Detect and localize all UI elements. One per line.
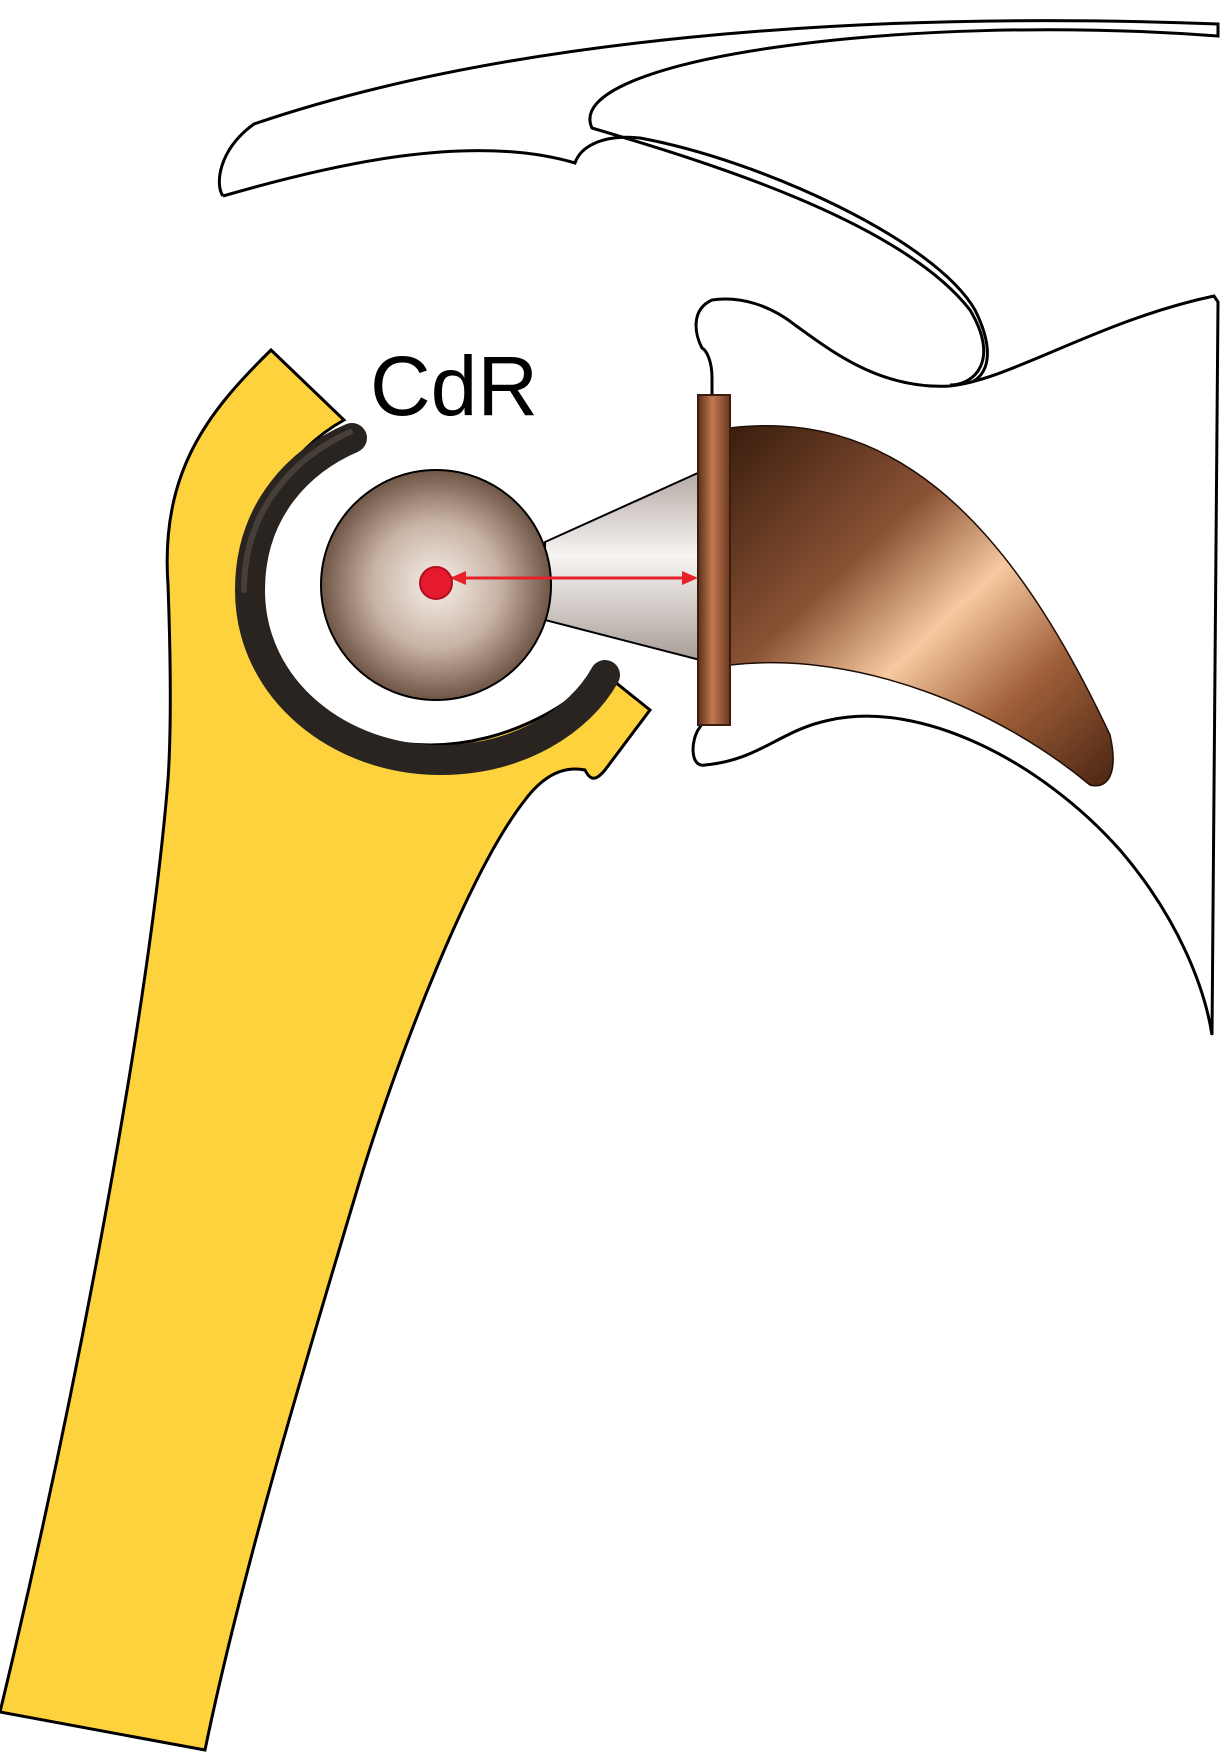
center-of-rotation-label: CdR [370, 339, 538, 433]
acromion-body-outline [222, 135, 989, 388]
glenoid-component [729, 425, 1114, 787]
glenosphere-neck [544, 470, 701, 662]
baseplate [697, 394, 731, 726]
acromion-outline [217, 19, 1220, 387]
center-of-rotation-point [419, 566, 453, 600]
humeral-cup-arc-highlight [241, 429, 353, 593]
humeral-cup-arc [234, 423, 620, 776]
double-headed-arrow [450, 571, 698, 585]
